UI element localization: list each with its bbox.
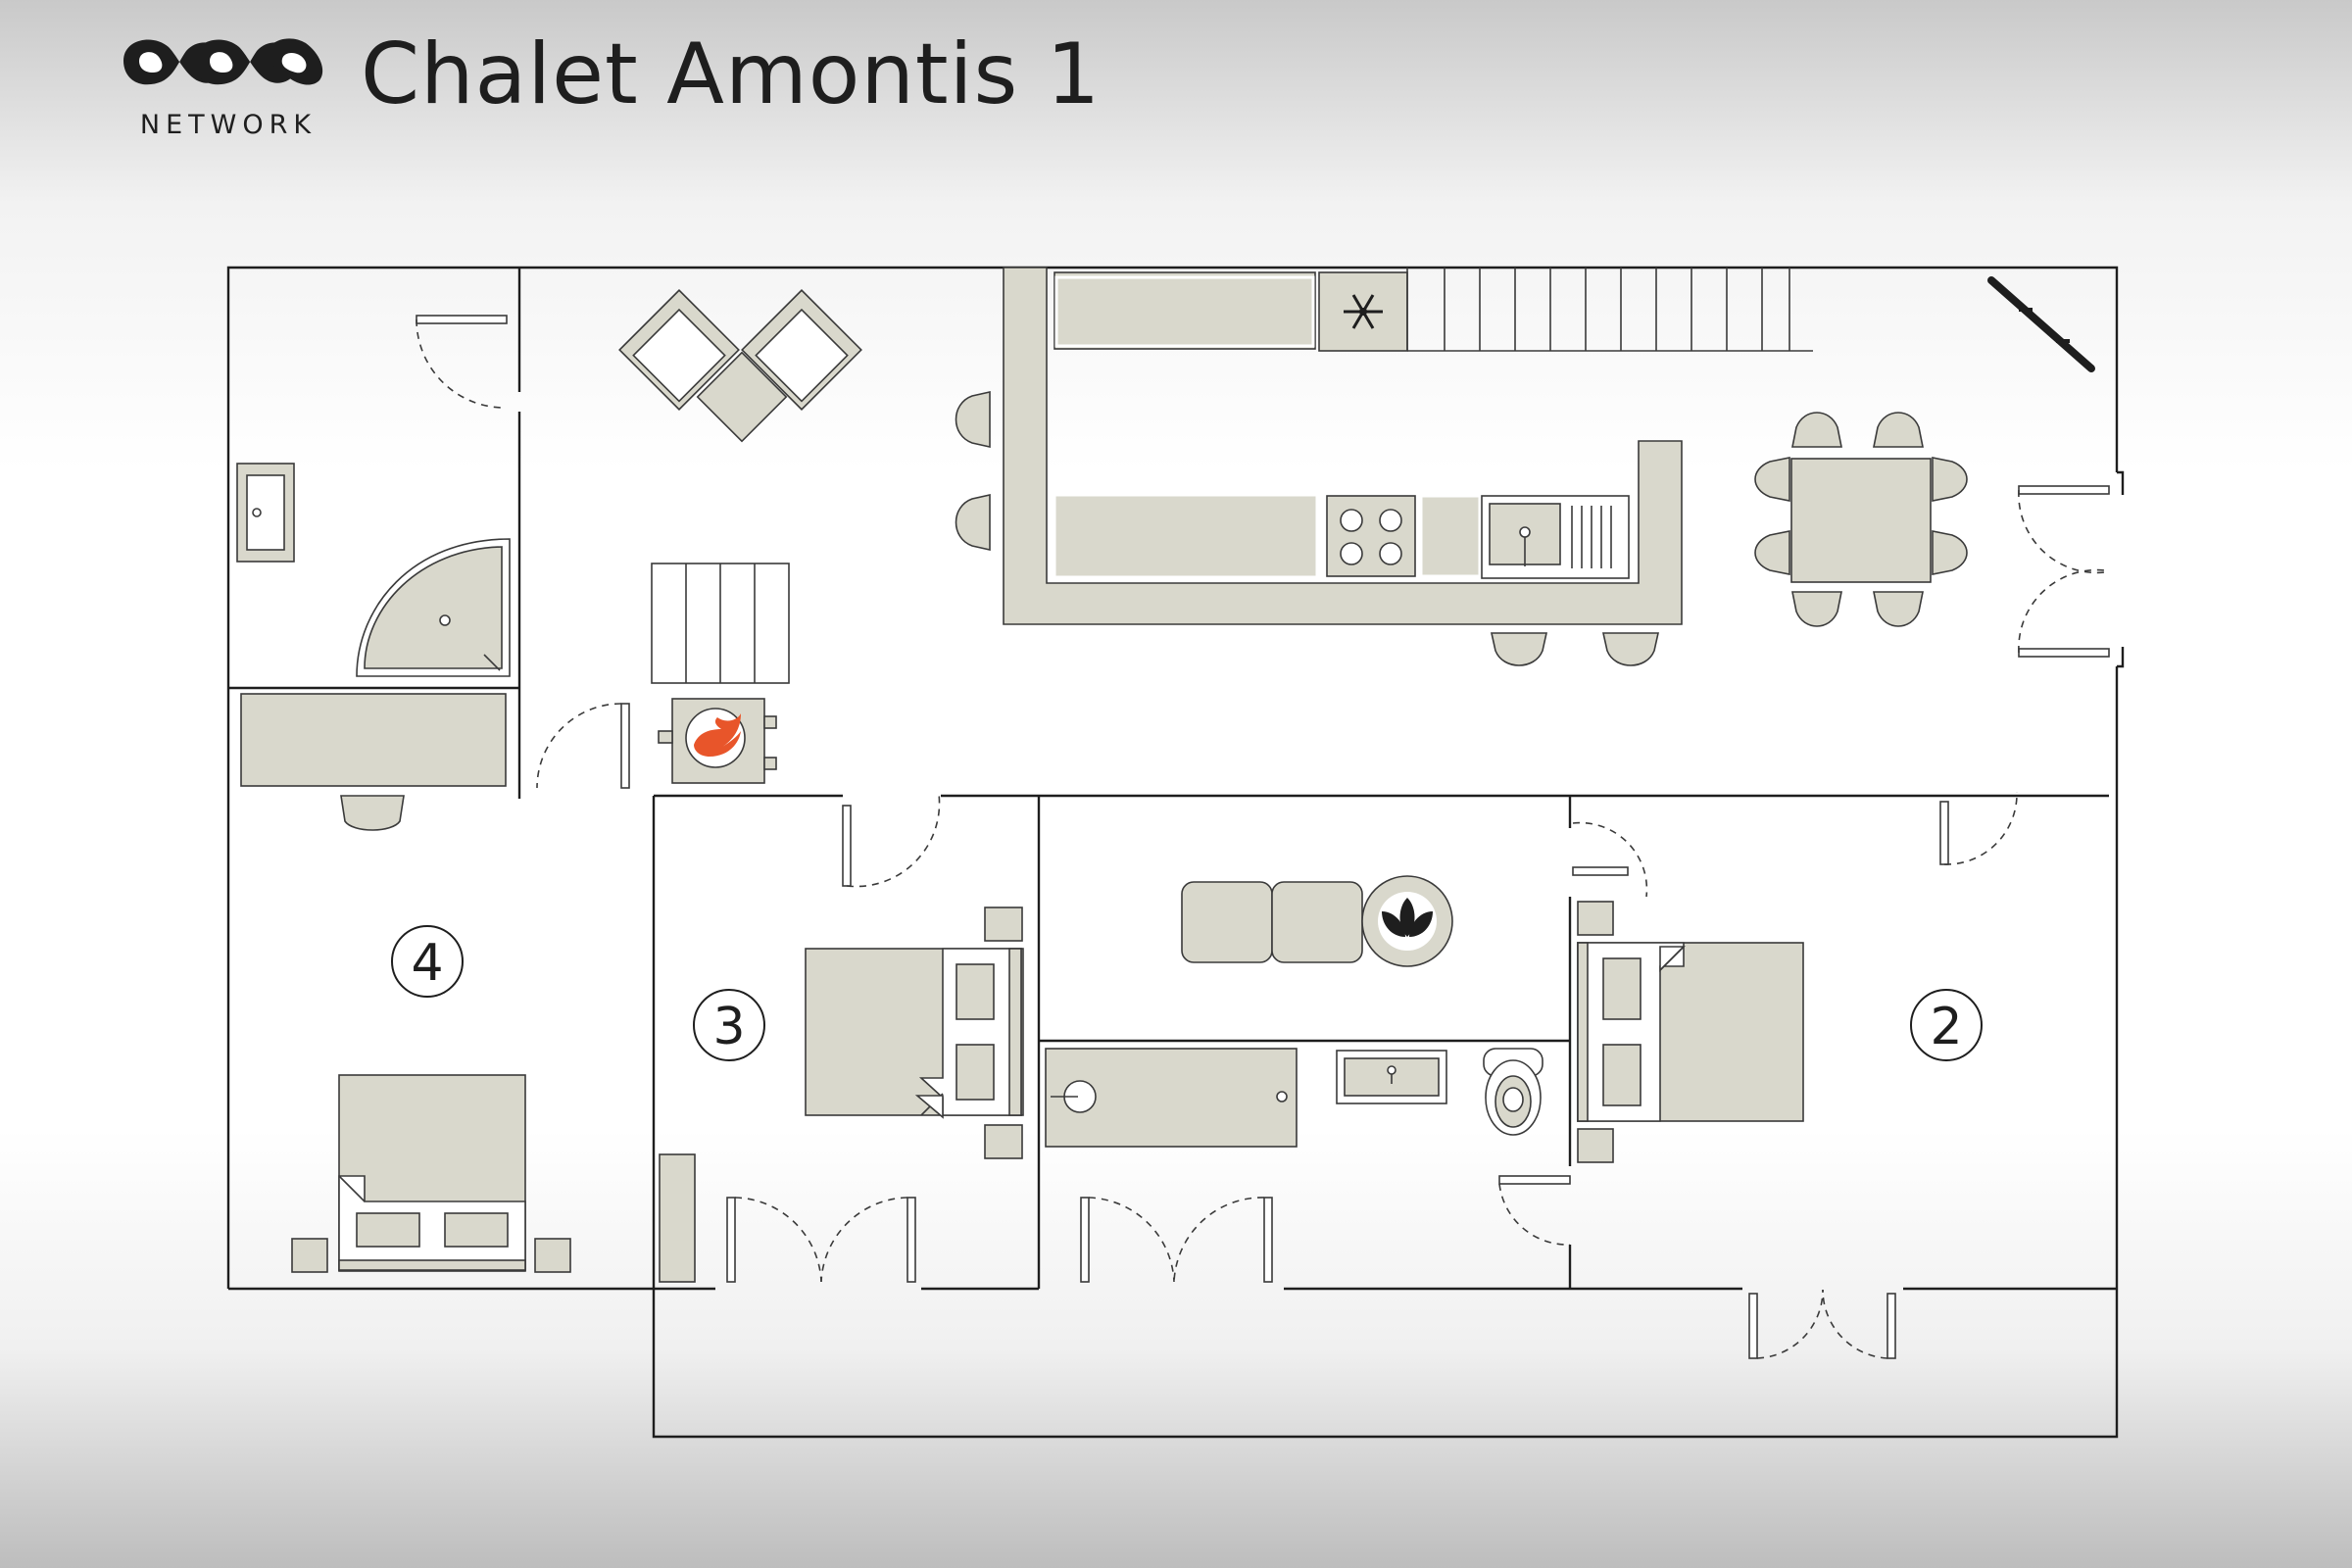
fire-icon	[685, 708, 746, 768]
tv	[1987, 276, 2095, 372]
bathroom-center	[1045, 1048, 1544, 1148]
room-number-4: 4	[391, 925, 464, 998]
snowflake-icon	[1344, 294, 1383, 329]
room-number-2: 2	[1910, 989, 1983, 1061]
lotus-icon	[1361, 875, 1453, 967]
walls	[226, 266, 2125, 1439]
bathroom-top-left	[236, 463, 511, 831]
bedroom-4	[291, 1074, 696, 1283]
sofa-area	[1181, 875, 1453, 967]
bedroom-2	[1577, 901, 1804, 1163]
svg-text:2: 2	[1930, 998, 1962, 1056]
room-number-3: 3	[693, 989, 765, 1061]
onefinestay-logo: NETWORK	[118, 22, 335, 140]
svg-text:4: 4	[411, 934, 443, 993]
svg-text:3: 3	[712, 998, 745, 1056]
drainer	[1571, 506, 1612, 568]
bedroom-3	[805, 906, 1024, 1159]
kitchen	[955, 267, 1683, 666]
lounge-armchairs	[618, 289, 862, 443]
dining-table	[1754, 412, 1968, 627]
doors	[416, 315, 2110, 1359]
header: NETWORK Chalet Amontis 1	[118, 18, 1294, 140]
stairs-and-fireplace	[651, 563, 790, 784]
page-title: Chalet Amontis 1	[361, 25, 1102, 123]
staircase-top	[1406, 268, 1813, 352]
logo-wordmark: NETWORK	[139, 110, 318, 140]
